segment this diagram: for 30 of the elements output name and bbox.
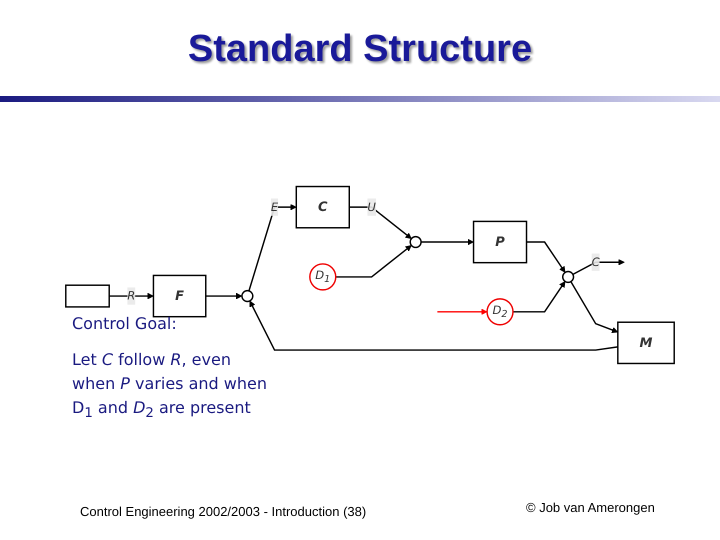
- node-circle: [241, 290, 254, 302]
- arrow: [349, 206, 412, 239]
- edge-label: E: [270, 200, 278, 214]
- arrow: [572, 259, 625, 275]
- arrow: [109, 292, 154, 300]
- edge-label: R: [127, 288, 136, 303]
- arrow: [437, 308, 488, 315]
- slide-title: Standard Structure: [186, 28, 534, 71]
- copyright-text: © Job van Amerongen: [526, 500, 655, 515]
- arrow: [513, 281, 566, 313]
- arrow: [336, 245, 412, 278]
- node-box: F: [152, 274, 206, 318]
- node-circle: D$_{1}$: [309, 263, 336, 291]
- node-circle: D$_{2}$: [486, 298, 514, 326]
- node-circle: [410, 236, 422, 248]
- arrow: [526, 241, 566, 273]
- node-box: P: [472, 220, 528, 264]
- edge-label: U: [367, 200, 376, 214]
- arrow: [250, 300, 618, 351]
- footer-text: Control Engineering 2002/2003 - Introduction (38): [80, 504, 366, 519]
- goal-text: Let C follow R, even when P varies and when D$_{1}$ and D$_{2}$ are present: [72, 349, 268, 424]
- node-box: [65, 284, 110, 308]
- arrow: [421, 238, 474, 246]
- edge-label: C: [592, 254, 600, 269]
- node-circle: [562, 270, 574, 284]
- node-box: M: [617, 322, 675, 364]
- arrow: [206, 292, 242, 300]
- arrow: [570, 281, 618, 334]
- node-box: C: [296, 186, 350, 228]
- arrow: [248, 204, 297, 292]
